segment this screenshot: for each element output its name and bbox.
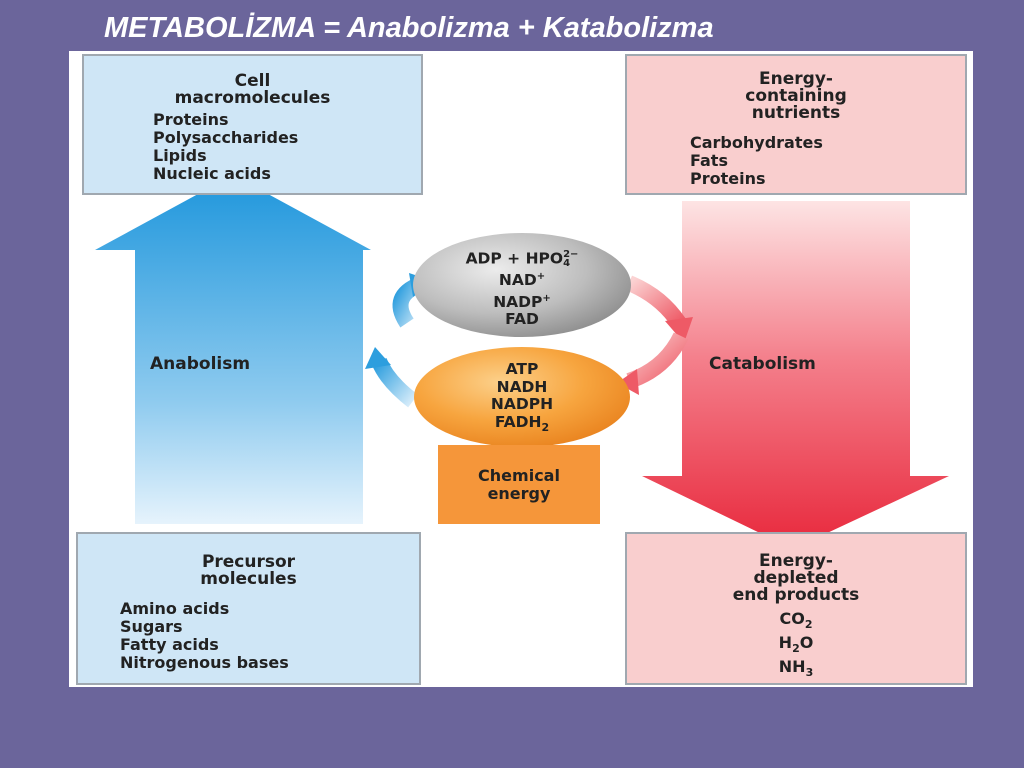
energy-nutrients-list: Carbohydrates Fats Proteins: [690, 134, 965, 188]
cell-macromolecules-box: Cell macromolecules Proteins Polysacchar…: [82, 54, 423, 195]
catabolism-cycle-arrowhead-top: [665, 317, 693, 343]
precursor-molecules-box: Precursor molecules Amino acids Sugars F…: [76, 532, 421, 685]
list-item: Lipids: [153, 146, 207, 165]
high-energy-carriers-text: ATP NADH NADPH FADH2: [490, 360, 554, 434]
precursor-molecules-list: Amino acids Sugars Fatty acids Nitrogeno…: [120, 600, 419, 672]
list-item: Sugars: [120, 617, 183, 636]
metabolism-diagram: [95, 175, 949, 549]
slide-title: METABOLİZMA = Anabolizma + Katabolizma: [104, 12, 714, 44]
list-item: Carbohydrates: [690, 133, 823, 152]
anabolism-label: Anabolism: [150, 354, 251, 374]
catabolism-cycle-arrowhead-bottom: [617, 369, 639, 395]
anabolism-cycle-arrowhead-bottom: [365, 347, 391, 369]
end-products-heading: Energy- depleted end products: [732, 551, 860, 605]
anabolism-arrow: [95, 175, 371, 524]
list-item: Nitrogenous bases: [120, 653, 289, 672]
chemical-energy-box: Chemical energy: [438, 445, 600, 524]
end-products-list: CO2 H2O NH3: [627, 610, 965, 683]
high-energy-carriers-sphere: [414, 347, 630, 447]
catabolism-label: Catabolism: [709, 354, 816, 374]
diagram-panel: Cell macromolecules Proteins Polysacchar…: [69, 51, 973, 687]
list-item: Fatty acids: [120, 635, 219, 654]
list-item: H2O: [778, 633, 814, 656]
precursor-molecules-heading: Precursor molecules: [200, 552, 297, 589]
cell-macromolecules-heading: Cell macromolecules: [174, 71, 331, 108]
low-energy-carriers-sphere: [413, 233, 631, 337]
end-products-box: Energy- depleted end products CO2 H2O NH…: [625, 532, 967, 685]
list-item: Proteins: [690, 169, 766, 188]
list-item: Amino acids: [120, 599, 230, 618]
list-item: Nucleic acids: [153, 164, 271, 183]
anabolism-cycle-arrow-bottom: [371, 357, 418, 408]
energy-nutrients-heading: Energy- containing nutrients: [745, 69, 847, 123]
catabolism-arrow: [642, 201, 949, 549]
list-item: CO2: [779, 609, 813, 632]
list-item: Polysaccharides: [153, 128, 299, 147]
list-item: NH3: [778, 657, 814, 680]
list-item: Fats: [690, 151, 728, 170]
catabolism-cycle-arrow-top: [625, 275, 686, 328]
list-item: Proteins: [153, 110, 229, 129]
energy-nutrients-box: Energy- containing nutrients Carbohydrat…: [625, 54, 967, 195]
cell-macromolecules-list: Proteins Polysaccharides Lipids Nucleic …: [153, 111, 421, 183]
